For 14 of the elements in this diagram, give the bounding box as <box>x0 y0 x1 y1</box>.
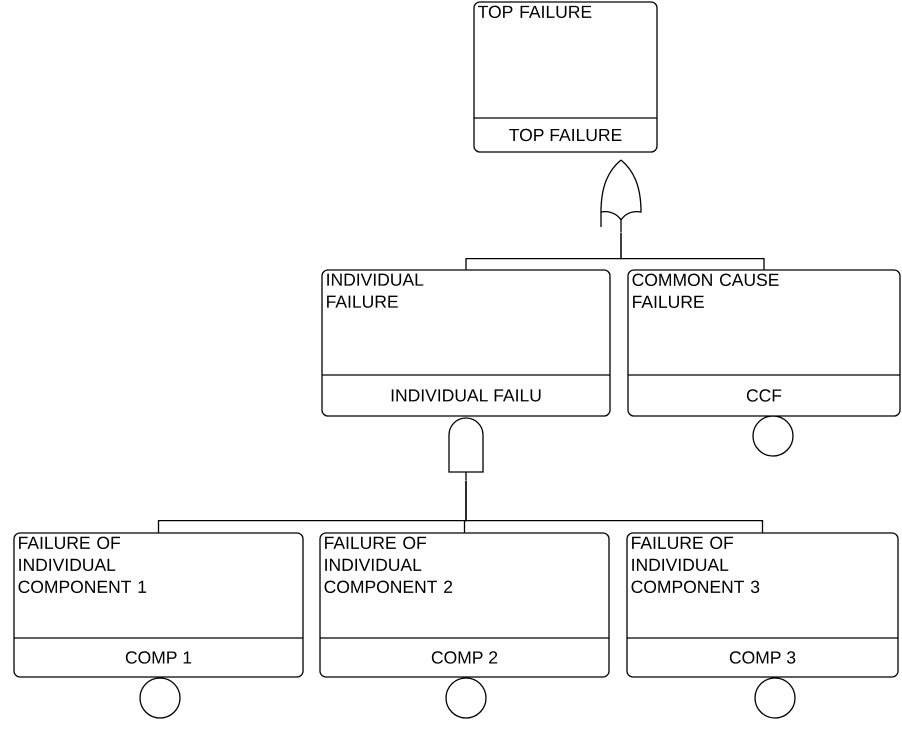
event-box: INDIVIDUAL FAILURE INDIVIDUAL FAILU <box>321 269 611 417</box>
event-box: COMMON CAUSE FAILURE CCF <box>627 269 901 417</box>
event-box: FAILURE OF INDIVIDUAL COMPONENT 1 COMP 1 <box>13 532 304 678</box>
event-box: FAILURE OF INDIVIDUAL COMPONENT 2 COMP 2 <box>319 532 610 678</box>
event-box: TOP FAILURE TOP FAILURE <box>473 1 658 153</box>
event-box: FAILURE OF INDIVIDUAL COMPONENT 3 COMP 3 <box>626 532 899 678</box>
or-gate <box>600 159 642 232</box>
connector-line <box>620 232 765 270</box>
connector-line <box>465 480 764 532</box>
and-gate <box>448 417 484 480</box>
basic-event-circle <box>139 677 181 719</box>
basic-event-circle <box>754 677 796 719</box>
basic-event-circle <box>752 415 794 457</box>
basic-event-circle <box>445 677 487 719</box>
